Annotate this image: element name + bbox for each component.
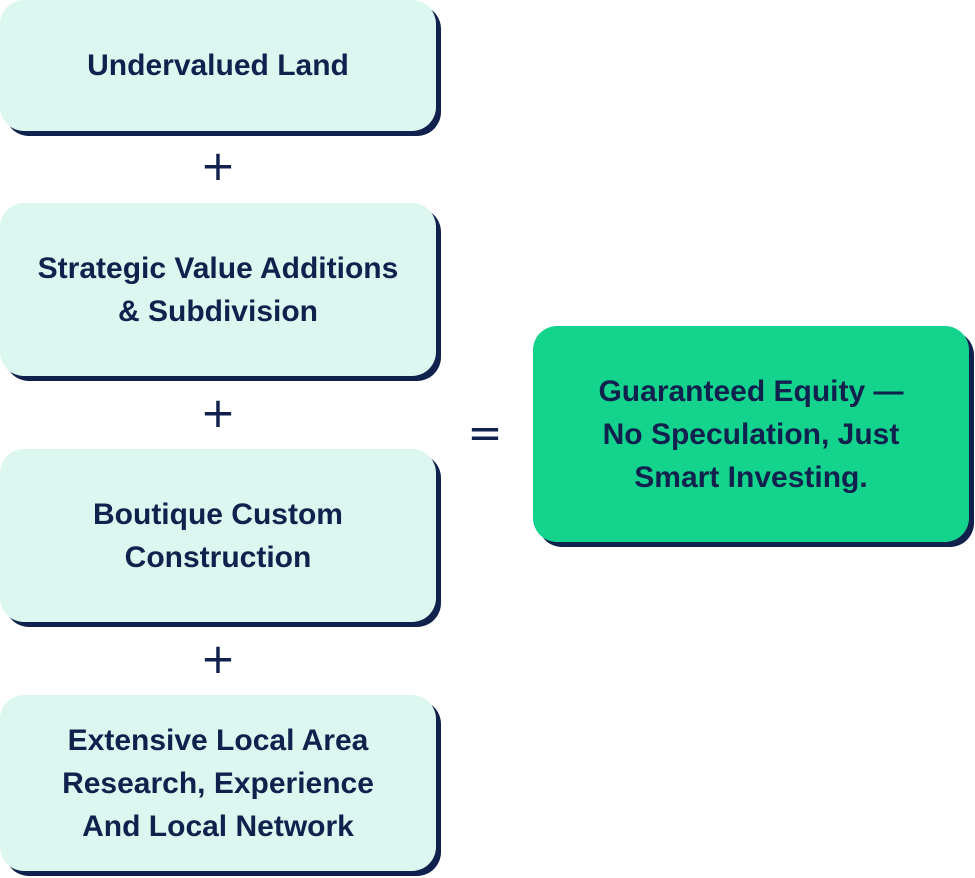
plus-sign: + — [200, 634, 236, 683]
input-box-label: Boutique Custom Construction — [93, 497, 343, 574]
input-box-label: Strategic Value Additions & Subdivision — [37, 251, 399, 328]
input-box-label: Extensive Local Area Research, Experienc… — [62, 723, 374, 843]
input-box-strategic-value-additions: Strategic Value Additions & Subdivision — [0, 203, 436, 376]
input-box-local-research: Extensive Local Area Research, Experienc… — [0, 695, 436, 871]
plus-sign: + — [200, 141, 236, 190]
result-box-label: Guaranteed Equity — No Speculation, Just… — [598, 374, 904, 494]
input-box-boutique-construction: Boutique Custom Construction — [0, 449, 436, 622]
result-box-guaranteed-equity: Guaranteed Equity — No Speculation, Just… — [533, 326, 969, 542]
input-box-undervalued-land: Undervalued Land — [0, 0, 436, 131]
plus-sign: + — [200, 388, 236, 437]
input-box-label: Undervalued Land — [87, 49, 349, 82]
equals-sign: = — [467, 408, 503, 457]
